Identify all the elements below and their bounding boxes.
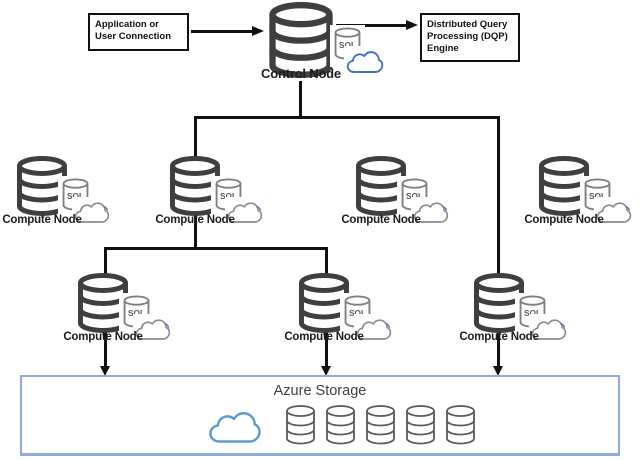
- application-connection-box: Application or User Connection: [88, 13, 189, 51]
- connector-b3-to-storage: [497, 330, 500, 369]
- connector-b1-to-storage: [104, 330, 107, 369]
- arrowhead-to-control-node: [252, 25, 264, 36]
- sql-database-icon: SQL: [62, 178, 88, 211]
- azure-storage-title: Azure Storage: [273, 383, 367, 399]
- storage-database-icon: [366, 405, 395, 445]
- connector-to-compute-b1: [104, 247, 107, 276]
- svg-text:SQL: SQL: [127, 308, 144, 318]
- storage-cloud-icon: [209, 412, 261, 443]
- compute-node-label: Compute Node: [284, 331, 364, 343]
- connector-branch-1: [194, 116, 500, 119]
- cloud-icon: [413, 201, 449, 223]
- compute-node-label: Compute Node: [459, 331, 539, 343]
- connector-branch-2: [104, 247, 327, 250]
- svg-text:SQL: SQL: [588, 191, 605, 201]
- arrowhead-storage-2: [321, 366, 331, 376]
- compute-node-label: Compute Node: [63, 331, 143, 343]
- connector-m2-down: [194, 211, 197, 249]
- compute-node-label: Compute Node: [2, 214, 82, 226]
- compute-cloud-card: [529, 314, 569, 345]
- svg-text:SQL: SQL: [405, 191, 422, 201]
- compute-node-label: Compute Node: [341, 214, 421, 226]
- azure-storage-icons: [208, 405, 476, 447]
- arrowhead-storage-1: [100, 366, 110, 376]
- svg-text:SQL: SQL: [219, 191, 236, 201]
- compute-node-label: Compute Node: [524, 214, 604, 226]
- control-cloud-card: [344, 46, 386, 79]
- storage-database-icon: [446, 405, 475, 445]
- cloud-icon: [596, 201, 632, 223]
- arrowhead-to-dqp: [406, 19, 418, 30]
- connector-app-to-control: [191, 30, 252, 33]
- svg-text:SQL: SQL: [348, 308, 365, 318]
- connector-b2-to-storage: [325, 330, 328, 369]
- svg-text:SQL: SQL: [66, 191, 83, 201]
- compute-cloud-card: [72, 197, 112, 228]
- svg-text:SQL: SQL: [339, 40, 356, 50]
- azure-storage-box: Azure Storage: [20, 375, 620, 456]
- arrowhead-storage-3: [493, 366, 503, 376]
- connector-right-long: [497, 116, 500, 277]
- dqp-engine-box: Distributed Query Processing (DQP) Engin…: [420, 13, 520, 62]
- storage-database-icon: [406, 405, 435, 445]
- compute-cloud-card: [354, 314, 394, 345]
- control-node-label: Control Node: [261, 66, 341, 81]
- compute-cloud-card: [225, 197, 265, 228]
- storage-database-icon: [326, 405, 355, 445]
- cloud-icon: [531, 318, 567, 340]
- connector-to-compute-m2: [194, 116, 197, 160]
- compute-cloud-card: [411, 197, 451, 228]
- compute-node-label: Compute Node: [155, 214, 235, 226]
- connector-to-compute-b2: [325, 247, 328, 276]
- cloud-icon: [74, 201, 110, 223]
- cloud-icon: [135, 318, 171, 340]
- cloud-icon: [227, 201, 263, 223]
- compute-cloud-card: [594, 197, 634, 228]
- storage-database-icon: [286, 405, 315, 445]
- svg-text:SQL: SQL: [523, 308, 540, 318]
- compute-cloud-card: [133, 314, 173, 345]
- connector-control-to-dqp: [336, 24, 406, 27]
- cloud-icon: [356, 318, 392, 340]
- connector-control-down: [299, 81, 302, 117]
